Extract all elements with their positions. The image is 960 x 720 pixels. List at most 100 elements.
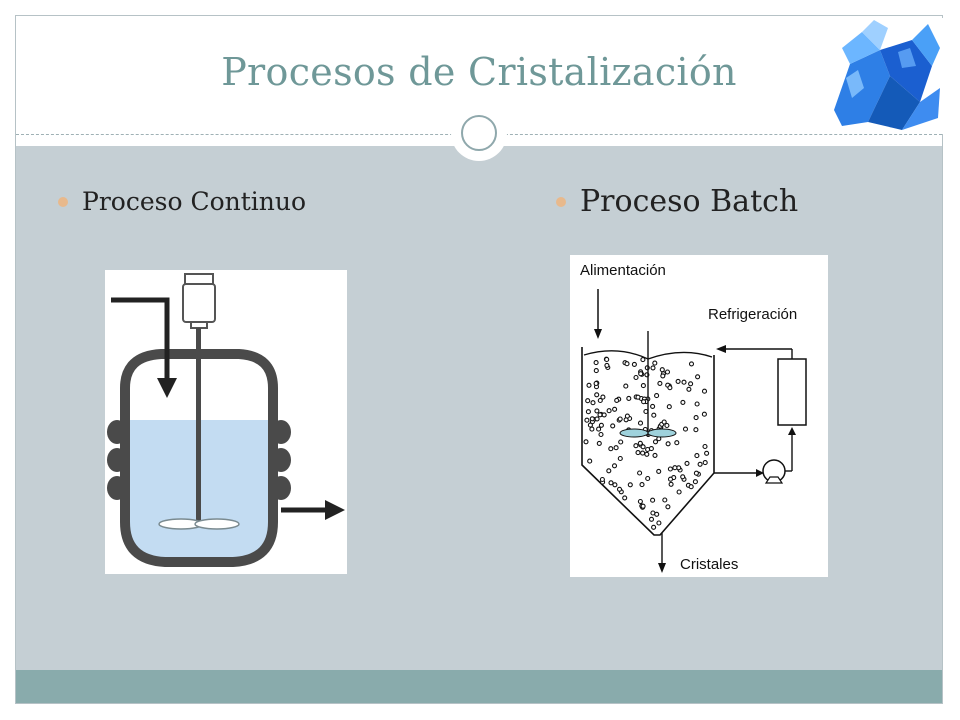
crystal-particle bbox=[626, 395, 632, 401]
crystal-particle bbox=[606, 408, 612, 414]
crystal-particle bbox=[608, 446, 614, 452]
crystal-particle bbox=[662, 497, 668, 503]
crystal-particle bbox=[688, 361, 695, 367]
crystal-particle bbox=[598, 422, 604, 428]
crystal-particle bbox=[618, 439, 624, 445]
crystal-particle bbox=[701, 411, 707, 417]
crystal-particle bbox=[645, 475, 651, 482]
crystal-particle bbox=[665, 441, 671, 447]
crystal-particle bbox=[606, 468, 612, 474]
crystal-particle bbox=[589, 416, 595, 422]
crystal-particle bbox=[656, 468, 662, 474]
crystal-particle bbox=[694, 453, 700, 459]
crystal-particle bbox=[613, 445, 619, 451]
crystal-particle bbox=[635, 450, 641, 456]
impeller-blade bbox=[647, 428, 677, 438]
crystal-particle bbox=[693, 415, 699, 421]
crystal-particle bbox=[597, 412, 603, 418]
crystal-particle bbox=[604, 362, 610, 368]
crystal-particle bbox=[676, 489, 682, 495]
crystal-particle bbox=[650, 497, 656, 503]
crystal-particle bbox=[701, 388, 708, 394]
crystal-particle bbox=[697, 461, 703, 467]
slide-title: Procesos de Cristalización bbox=[221, 50, 737, 94]
feed-arrow-icon bbox=[594, 329, 602, 339]
crystal-particle bbox=[599, 476, 605, 483]
crystal-particle bbox=[668, 481, 674, 487]
slide-footer-bar bbox=[16, 670, 942, 703]
crystal-particle bbox=[667, 476, 674, 482]
crystal-particle bbox=[680, 399, 686, 405]
crystal-particle bbox=[610, 423, 616, 429]
crystal-particle bbox=[656, 520, 662, 526]
crystal-particle bbox=[637, 470, 643, 476]
label-crystals: Cristales bbox=[680, 556, 738, 573]
crystal-particle bbox=[633, 443, 639, 449]
crystal-particles bbox=[583, 356, 710, 530]
bullet-dot-icon bbox=[58, 196, 68, 207]
crystal-particle bbox=[597, 397, 603, 404]
crystal-particle bbox=[648, 516, 655, 522]
tank-wall bbox=[120, 349, 278, 567]
crystal-particle bbox=[623, 383, 629, 389]
crystal-particle bbox=[692, 479, 698, 485]
crystal-particle bbox=[667, 466, 673, 472]
crystal-particle bbox=[664, 422, 670, 429]
crystal-particle bbox=[594, 408, 600, 414]
crystal-particle bbox=[617, 416, 623, 422]
crystal-particle bbox=[596, 426, 602, 432]
crystal-particle bbox=[596, 440, 602, 446]
label-feed: Alimentación bbox=[580, 262, 666, 279]
crystal-particle bbox=[688, 484, 694, 490]
crystal-particle bbox=[584, 417, 590, 423]
impeller-blade bbox=[194, 518, 240, 530]
crystal-particle bbox=[640, 450, 646, 456]
crystal-particle bbox=[694, 401, 700, 407]
crystal-particle bbox=[637, 498, 643, 505]
crystal-particle bbox=[587, 458, 593, 464]
bullet-batch-process: Proceso Batch bbox=[556, 184, 798, 219]
crystal-particle bbox=[590, 400, 596, 406]
motor-cap bbox=[184, 273, 214, 285]
crystal-particle bbox=[594, 392, 600, 398]
continuous-tank-figure bbox=[105, 270, 347, 574]
crystal-particle bbox=[639, 482, 645, 488]
crystal-particle bbox=[652, 360, 658, 366]
crystal-particle bbox=[661, 419, 667, 425]
outlet-arrow-icon bbox=[658, 563, 666, 573]
crystal-particle bbox=[660, 373, 666, 379]
crystal-particle bbox=[593, 380, 599, 387]
crystal-particle bbox=[616, 486, 623, 492]
crystal-particle bbox=[624, 361, 630, 367]
crystal-particle bbox=[637, 440, 643, 446]
motor-icon bbox=[182, 283, 216, 323]
crystal-particle bbox=[614, 397, 620, 403]
crystal-particle bbox=[612, 406, 618, 412]
crystal-particle bbox=[604, 356, 610, 363]
crystal-particle bbox=[593, 360, 599, 366]
crystal-particle bbox=[640, 383, 646, 389]
crystal-particle bbox=[631, 361, 637, 367]
vessel-wall bbox=[581, 347, 715, 536]
crystal-particle bbox=[650, 403, 656, 409]
crystal-particle bbox=[585, 409, 591, 415]
crystal-particle bbox=[645, 446, 651, 453]
crystal-particle bbox=[667, 385, 673, 391]
crystal-particle bbox=[593, 368, 599, 374]
crystal-particle bbox=[702, 460, 708, 466]
bullet-text-continuous: Proceso Continuo bbox=[82, 187, 307, 216]
crystal-particle bbox=[674, 440, 680, 446]
slide-frame bbox=[15, 15, 943, 704]
feed-pipe bbox=[111, 297, 170, 378]
crystal-particle bbox=[624, 413, 630, 419]
cooler-icon bbox=[777, 358, 807, 426]
crystal-particle bbox=[695, 374, 701, 380]
crystal-particle bbox=[688, 381, 694, 387]
crystal-particle bbox=[635, 394, 641, 400]
crystal-particle bbox=[589, 426, 595, 432]
crystal-particle bbox=[651, 412, 657, 418]
crystal-particle bbox=[638, 371, 644, 377]
crystal-particle bbox=[594, 416, 600, 422]
crystal-particle bbox=[680, 474, 686, 480]
crystal-particle bbox=[682, 426, 689, 432]
